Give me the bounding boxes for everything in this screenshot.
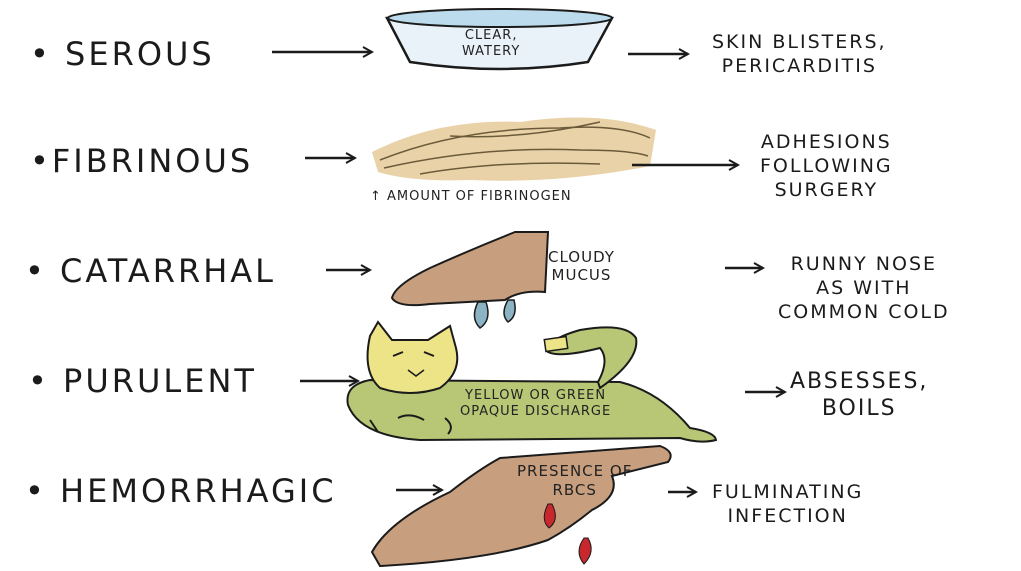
type-purulent: • PURULENT (28, 362, 257, 400)
type-hemorrhagic: • HEMORRHAGIC (25, 472, 337, 510)
cat-icon (347, 322, 716, 442)
result-purulent: ABSESSES,BOILS (790, 368, 928, 422)
fibrinous-inside-label: ↑ AMOUNT OF FIBRINOGEN (370, 189, 572, 205)
hemorrhagic-inside-label: PRESENCE OFRBCs (517, 462, 632, 500)
type-fibrinous: •FIBRINOUS (30, 142, 253, 180)
serous-inside-label: CLEAR,WATERY (462, 28, 520, 60)
result-serous: SKIN BLISTERS,PERICARDITIS (712, 30, 887, 78)
fibrin-strands-icon (372, 118, 656, 181)
type-serous: • SEROUS (30, 35, 215, 73)
type-catarrhal: • CATARRHAL (25, 252, 276, 290)
nose-drip-icon (392, 232, 548, 328)
